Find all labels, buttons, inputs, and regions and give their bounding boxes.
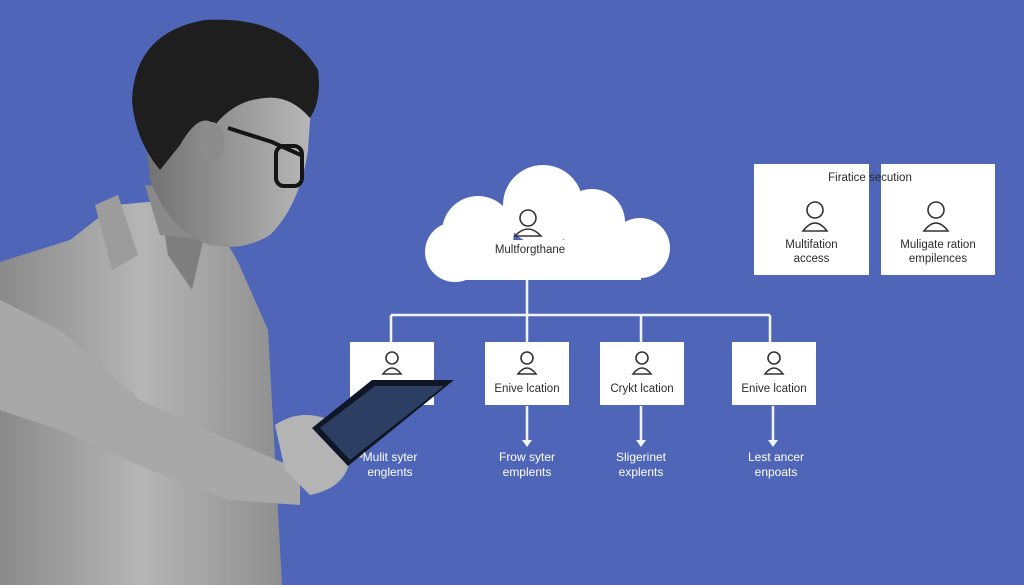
user-icon xyxy=(801,201,829,232)
person-figure xyxy=(0,19,365,585)
cloud-shape xyxy=(425,165,670,282)
panel-right-line2: empilences xyxy=(908,253,968,266)
user-icon xyxy=(631,351,653,375)
node-caption-line1: Lest ancer xyxy=(747,450,805,464)
node-caption: Sligerinet explents xyxy=(591,450,691,480)
arrow-down-icon xyxy=(522,440,778,447)
cloud-label: Multforgthane xyxy=(494,244,566,256)
node-caption-line2: englents xyxy=(367,465,413,479)
node-caption-line1: Frow syter xyxy=(498,450,555,464)
node-label: Enive lcation xyxy=(494,383,560,395)
panel-box-left xyxy=(754,164,869,275)
node-caption: Lest ancer enpoats xyxy=(726,450,826,480)
panel-right-line1: Muligate ration xyxy=(900,239,976,251)
user-icon xyxy=(763,351,785,375)
panel-title: Firatice secution xyxy=(828,172,912,184)
node-caption-line2: enpoats xyxy=(754,465,798,479)
node-label: Crykt lcation xyxy=(610,383,674,395)
panel-left-label: Multifation access xyxy=(754,238,869,267)
node-label: Enive lcation xyxy=(741,383,807,395)
node-caption-line1: Sligerinet xyxy=(615,450,667,464)
user-icon xyxy=(516,351,538,375)
connector-lines xyxy=(389,280,775,442)
panel-left-line2: access xyxy=(793,253,830,266)
user-icon xyxy=(922,201,950,232)
node-caption-line2: explents xyxy=(618,465,664,479)
panel-box-right xyxy=(881,164,995,275)
user-icon xyxy=(381,351,403,375)
node-caption-line2: emplents xyxy=(502,465,552,479)
panel-left-line1: Multifation xyxy=(785,239,838,251)
node-caption: Mulit syter englents xyxy=(340,450,440,480)
user-icon xyxy=(513,209,543,237)
node-caption-line1: Mulit syter xyxy=(362,450,418,464)
node-caption: Frow syter emplents xyxy=(477,450,577,480)
tablet-icon xyxy=(312,380,454,466)
panel-right-label: Muligate ration empilences xyxy=(881,238,995,267)
